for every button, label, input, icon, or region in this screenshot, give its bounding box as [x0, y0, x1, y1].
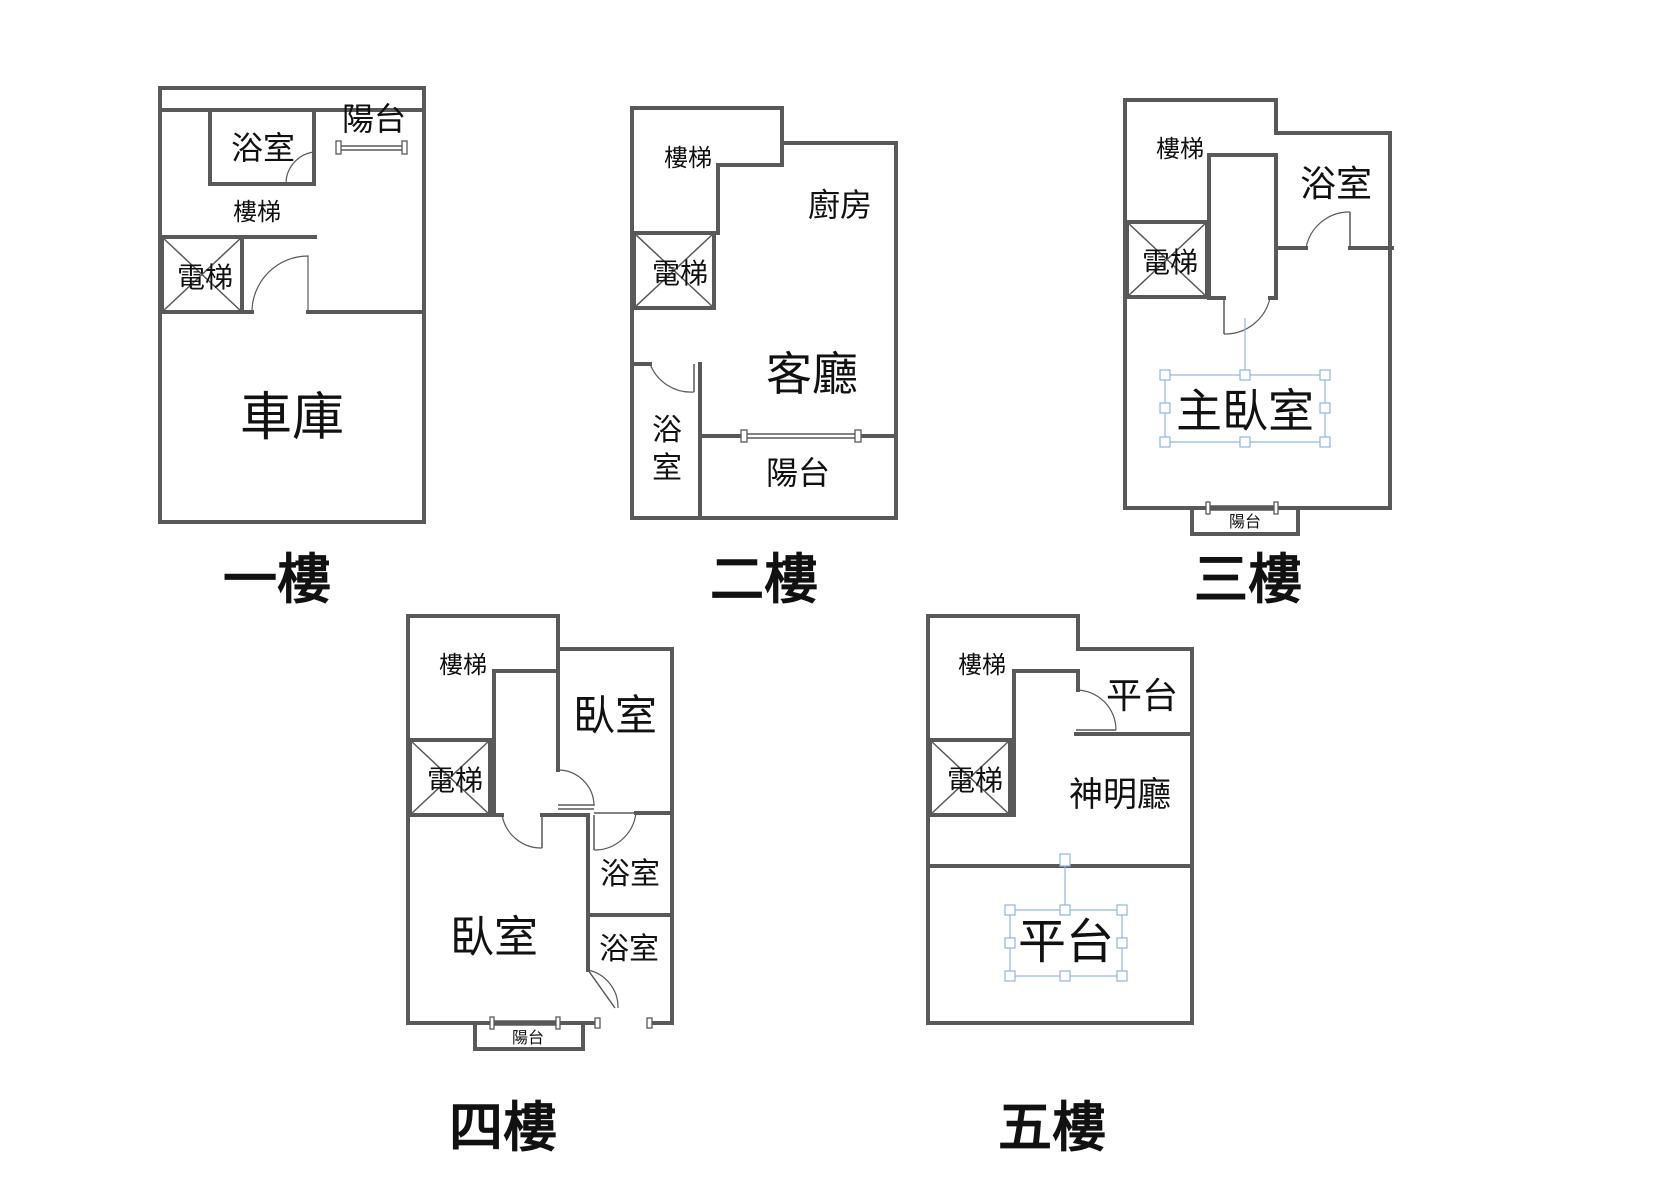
door-swing — [251, 255, 309, 313]
floor-plan-1: 浴室 陽台 樓梯 電梯 車庫 一樓 — [158, 86, 426, 611]
balcony-label: 陽台 — [1229, 512, 1261, 531]
floor-title: 二樓 — [710, 547, 818, 611]
bedroom-main-label: 臥室 — [450, 912, 538, 963]
elevator-box — [928, 738, 1012, 817]
terrace-top-label: 平台 — [1106, 676, 1178, 717]
elevator-label: 電梯 — [947, 764, 1003, 797]
door-swing — [593, 812, 637, 851]
door-swing — [285, 151, 315, 185]
bathroom-room — [208, 108, 316, 186]
kitchen-label: 廚房 — [808, 186, 872, 224]
floor-plan-4: 樓梯 臥室 電梯 浴室 臥室 浴室 陽台 四樓 — [406, 614, 674, 1159]
door-swing — [557, 769, 595, 807]
bathroom-label: 浴室 — [231, 129, 295, 167]
bath-lower-label: 浴室 — [599, 932, 659, 967]
floor-title: 三樓 — [1194, 547, 1302, 611]
door-swing — [501, 814, 543, 849]
stairs-label: 樓梯 — [1156, 135, 1204, 163]
door-swing — [1223, 297, 1271, 335]
bath-upper-label: 浴室 — [600, 857, 660, 892]
garage-label: 車庫 — [240, 388, 344, 448]
elevator-label: 電梯 — [652, 257, 708, 290]
terrace-main-label: 平台 — [1018, 914, 1114, 970]
bedroom-top-label: 臥室 — [573, 691, 657, 740]
floor-plan-3: 樓梯 浴室 電梯 主臥室 陽台 三樓 — [1123, 98, 1394, 611]
floor-title: 四樓 — [449, 1095, 557, 1159]
elevator-label: 電梯 — [1142, 246, 1198, 279]
elevator-box — [632, 231, 716, 310]
balcony-label: 陽台 — [512, 1028, 544, 1047]
elevator-box — [408, 738, 492, 817]
balcony-label: 陽台 — [342, 100, 406, 138]
balcony-label: 陽台 — [766, 454, 830, 492]
bath-label-bottom: 室 — [652, 451, 682, 486]
bath-label-top: 浴 — [652, 413, 682, 448]
master-bedroom-label: 主臥室 — [1176, 384, 1314, 438]
elevator-label: 電梯 — [427, 764, 483, 797]
door-swing — [1075, 689, 1117, 731]
stairs-label: 樓梯 — [439, 651, 487, 679]
bathroom-label: 浴室 — [1300, 164, 1372, 205]
floor-title: 五樓 — [998, 1095, 1106, 1159]
floor-plan-2: 樓梯 廚房 電梯 客廳 浴 室 陽台 二樓 — [630, 106, 898, 611]
elevator-box — [160, 235, 244, 314]
door-swing — [649, 363, 695, 393]
door-swing — [587, 969, 619, 1009]
stairs-label: 樓梯 — [233, 198, 281, 226]
stairs-label: 樓梯 — [958, 651, 1006, 679]
stairs-label: 樓梯 — [664, 144, 712, 172]
living-room-label: 客廳 — [766, 347, 858, 401]
elevator-label: 電梯 — [177, 261, 233, 294]
shrine-room-label: 神明廳 — [1069, 775, 1171, 815]
floor-title: 一樓 — [223, 547, 331, 611]
door-swing — [1305, 211, 1351, 249]
elevator-box — [1125, 220, 1209, 299]
floor-plan-5: 樓梯 平台 電梯 神明廳 平台 五樓 — [926, 614, 1194, 1159]
